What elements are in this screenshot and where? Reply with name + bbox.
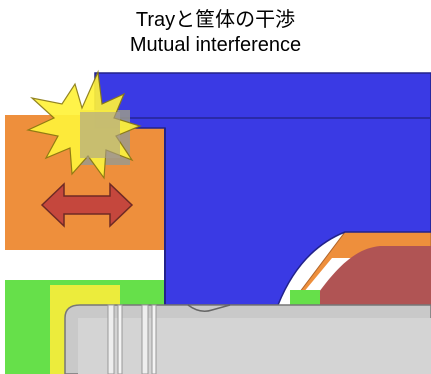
double-arrow-icon — [40, 182, 134, 228]
gray-component — [64, 304, 431, 374]
caption-english: Mutual interference — [129, 34, 302, 56]
caption-japanese: Trayと筐体の干渉 — [135, 9, 296, 31]
white-band — [5, 250, 165, 280]
